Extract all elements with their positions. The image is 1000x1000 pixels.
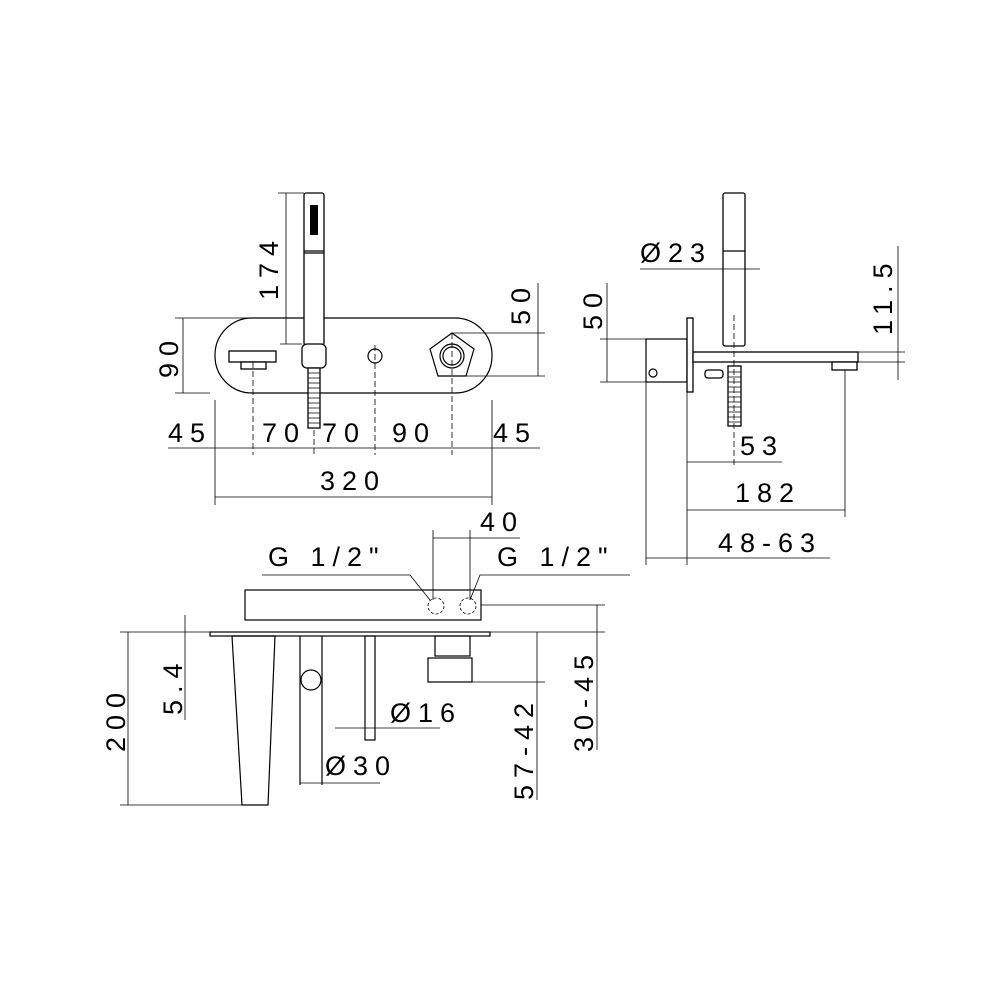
diverter-knob — [704, 369, 724, 379]
dim-hose-diameter: Ø16 — [390, 698, 462, 728]
dim-holder-projection: 53 — [740, 431, 784, 461]
dim-spacing-1: 45 — [168, 418, 212, 448]
spout — [692, 351, 859, 363]
top-view: 200 5.4 40 G 1/2" G 1/2" Ø16 Ø30 30-45 5… — [101, 507, 630, 806]
hose-connector — [364, 635, 376, 741]
screw-icon — [648, 368, 658, 378]
dim-spacing-5: 45 — [493, 418, 537, 448]
dim-handshower-diameter: Ø23 — [640, 238, 712, 268]
dim-handshower-height: 174 — [254, 234, 284, 300]
lever-side — [231, 635, 276, 806]
side-hose — [727, 365, 742, 427]
dim-total-depth: 200 — [101, 686, 131, 752]
spout-section-icon — [300, 669, 322, 691]
label-connection-left: G 1/2" — [268, 542, 386, 572]
mixer-body — [645, 338, 688, 383]
wall-plate — [214, 317, 493, 394]
dim-spout-projection: 182 — [735, 478, 801, 508]
dim-connection-spacing: 40 — [480, 507, 524, 537]
dim-recess-depth-a: 30-45 — [569, 648, 599, 752]
dim-plate-height: 90 — [154, 334, 184, 378]
outlet-cup — [427, 657, 473, 683]
dim-diverter-offset: 50 — [506, 281, 536, 325]
lever-handle — [228, 350, 277, 370]
side-view: Ø23 11.5 50 53 182 48-63 — [578, 192, 905, 565]
label-connection-right: G 1/2" — [497, 542, 615, 572]
dim-spout-height: 11.5 — [868, 256, 898, 335]
dim-plate-thickness: 5.4 — [158, 656, 188, 715]
hand-shower — [301, 192, 327, 429]
dim-total-width: 320 — [320, 466, 386, 496]
spray-nozzles-icon — [310, 205, 318, 235]
dim-body-height: 50 — [578, 286, 608, 330]
front-view: 174 90 50 45 70 70 90 45 320 — [154, 192, 545, 505]
dim-spacing-4: 90 — [392, 418, 436, 448]
dim-spacing-3: 70 — [322, 418, 366, 448]
dim-wall-depth: 48-63 — [718, 528, 822, 558]
dim-spout-diameter: Ø30 — [325, 751, 397, 781]
side-hand-shower — [722, 192, 746, 347]
top-plate — [209, 631, 491, 637]
aerator — [831, 361, 858, 371]
shower-holder — [301, 343, 327, 369]
dim-recess-depth-b: 57-42 — [509, 696, 539, 800]
wall-flange — [686, 317, 694, 393]
dim-spacing-2: 70 — [262, 418, 306, 448]
concealed-body — [244, 589, 482, 621]
